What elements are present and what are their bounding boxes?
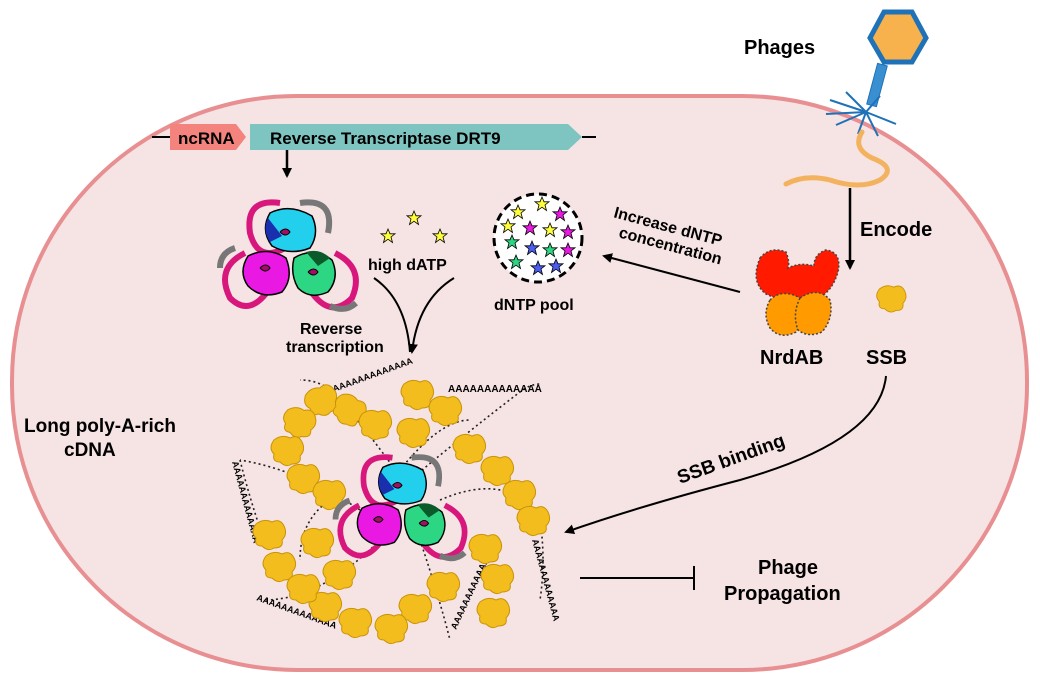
transcription-label: transcription [286, 339, 384, 356]
cdna-label-2: cDNA [64, 440, 116, 461]
svg-text:AAAAAAAAAAAAA: AAAAAAAAAAAAA [448, 384, 542, 395]
dntp-pool-label: dNTP pool [494, 297, 574, 314]
ncrna-gene [170, 124, 246, 150]
phage-label: Phage [758, 557, 818, 579]
nrdab-protein [755, 249, 840, 336]
rt-gene-label: Reverse Transcriptase DRT9 [270, 129, 501, 148]
ssb-protein [876, 285, 907, 313]
nrdab-label: NrdAB [760, 347, 823, 369]
rt-gene [250, 124, 582, 150]
ncrna-label: ncRNA [178, 129, 235, 148]
high-datp-label: high dATP [368, 257, 447, 274]
ssb-label: SSB [866, 347, 907, 369]
encode-label: Encode [860, 219, 932, 241]
phages-label: Phages [744, 37, 815, 59]
phage-icon [783, 9, 929, 188]
propagation-label: Propagation [724, 583, 841, 605]
reverse-label: Reverse [300, 321, 362, 338]
cdna-label-1: Long poly-A-rich [24, 416, 176, 437]
